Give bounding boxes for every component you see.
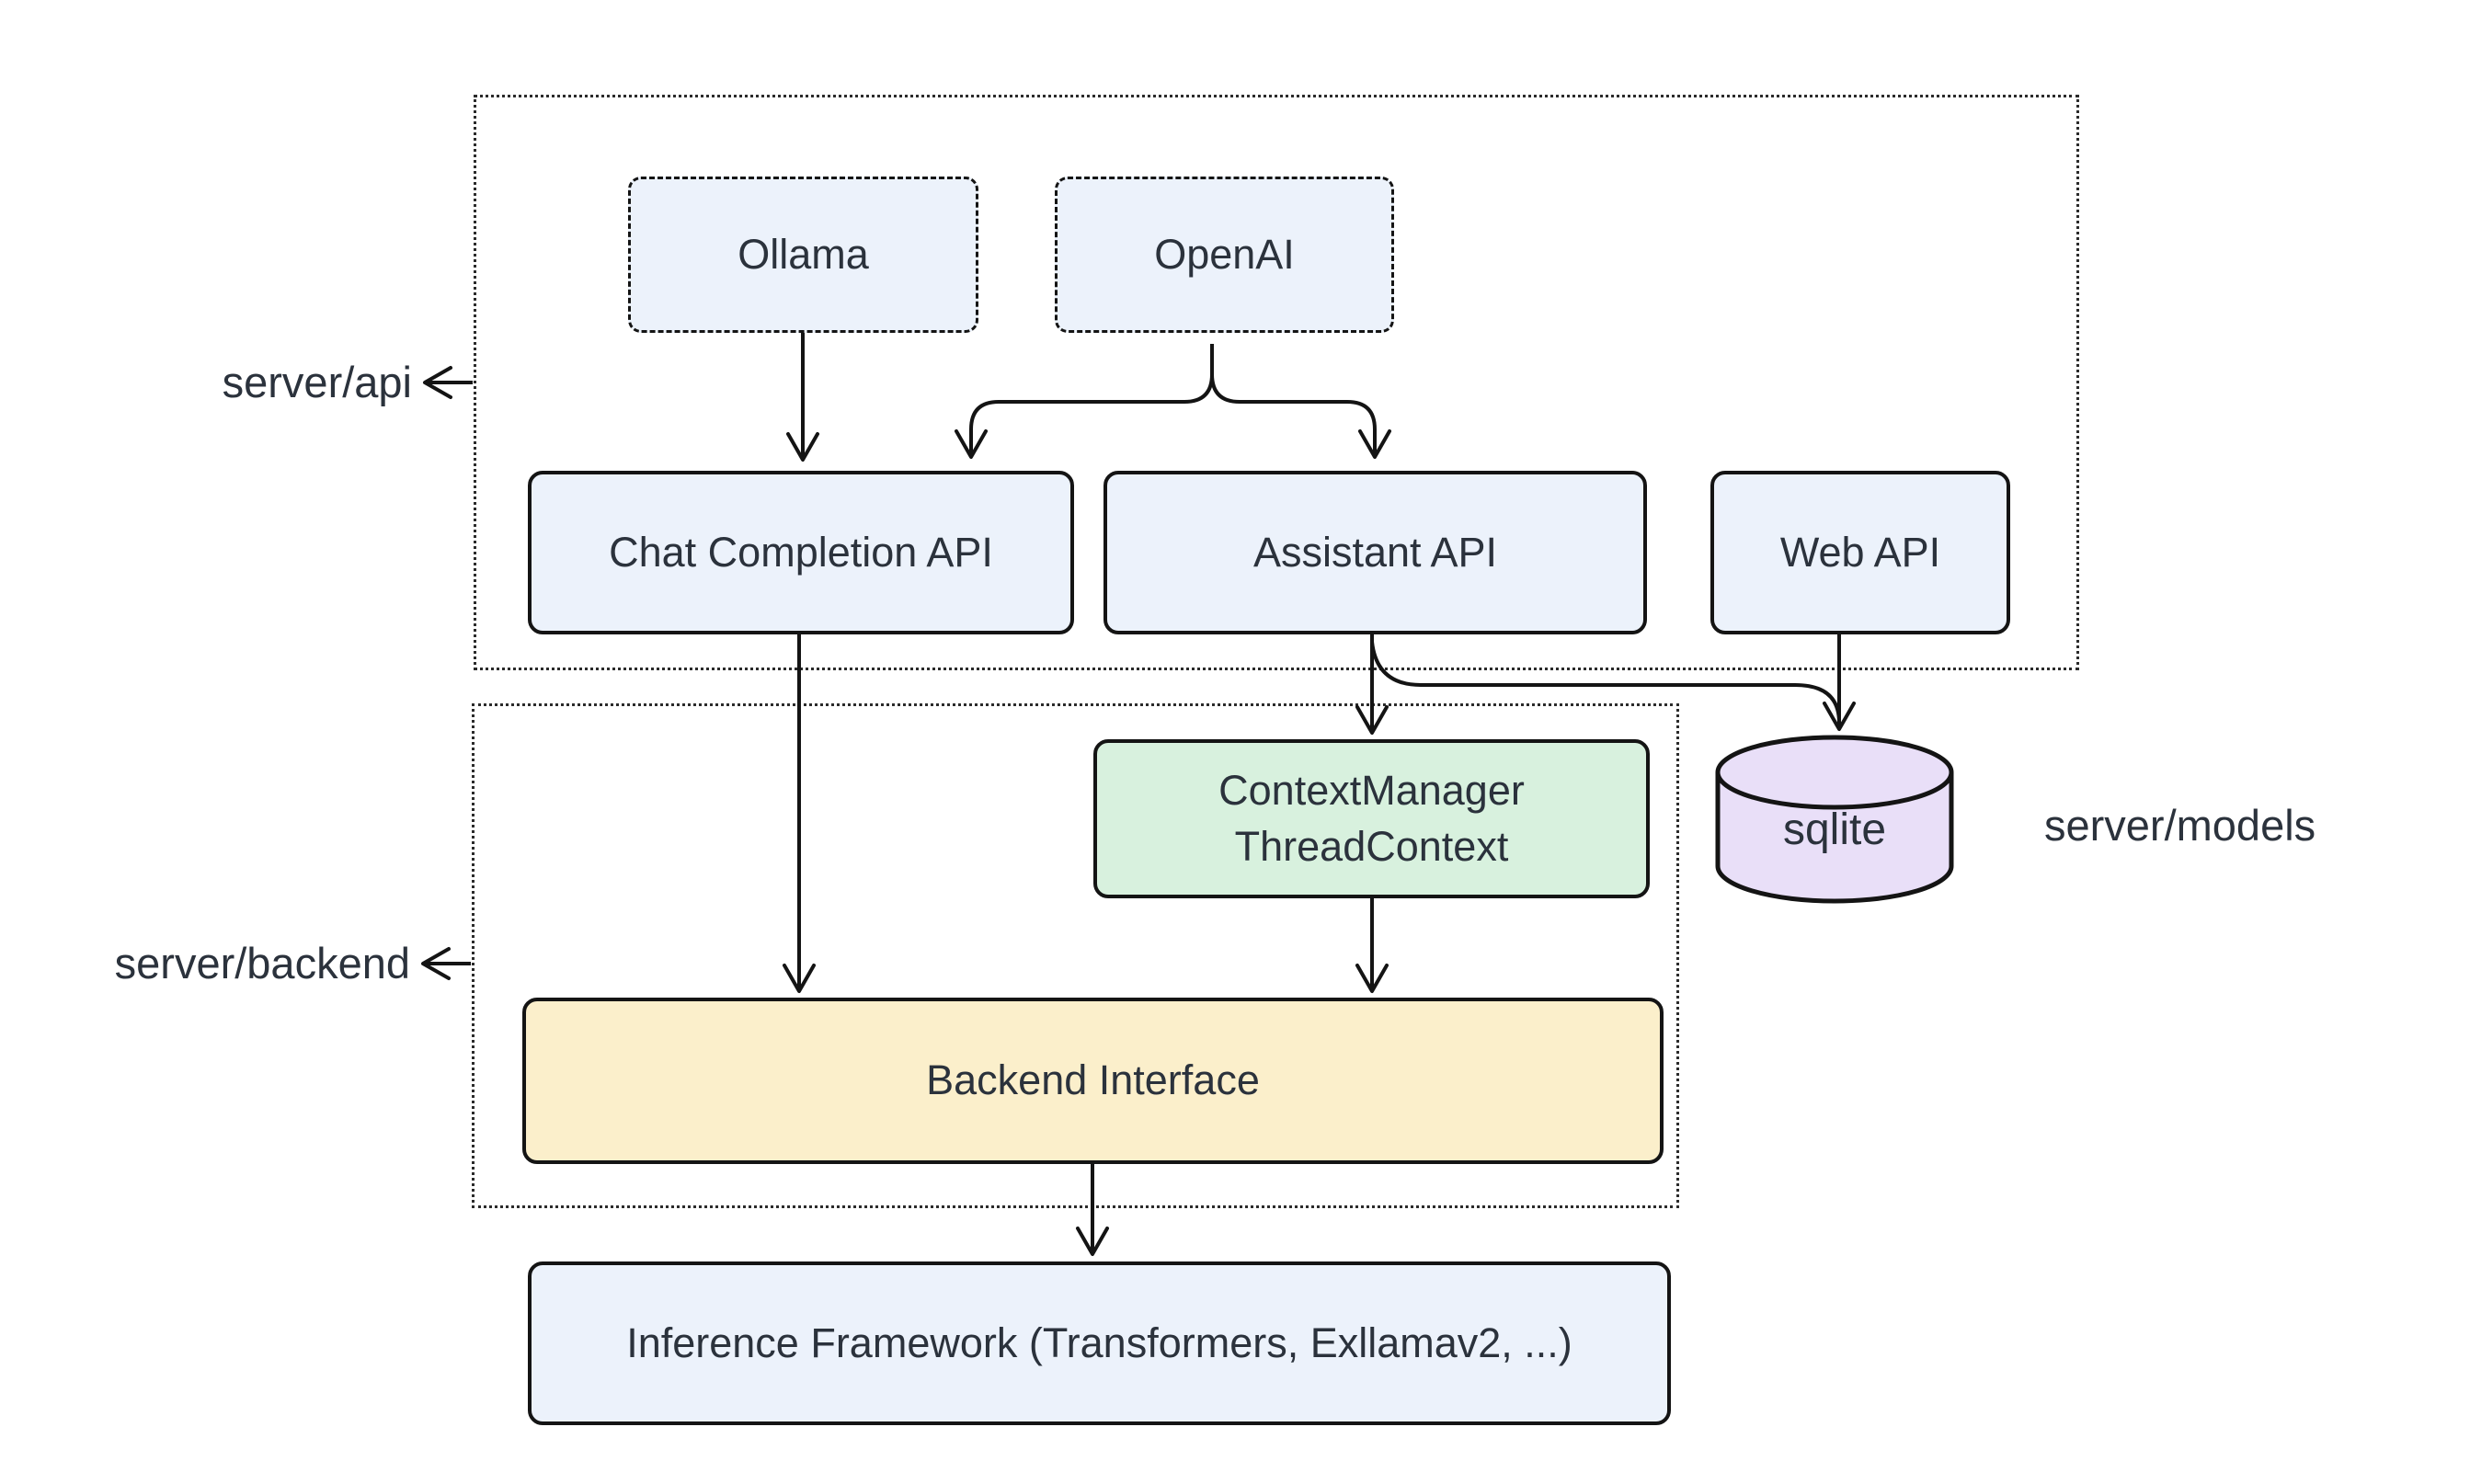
node-assistant-api-label: Assistant API xyxy=(1252,528,1498,576)
server-backend-text: server/backend xyxy=(114,939,410,987)
node-context-manager: ContextManager ThreadContext xyxy=(1093,739,1650,898)
node-context-manager-line2: ThreadContext xyxy=(1234,822,1509,870)
node-openai-label: OpenAI xyxy=(1154,230,1295,278)
node-inference-framework: Inference Framework (Transformers, Exlla… xyxy=(528,1261,1671,1425)
server-backend-container xyxy=(472,703,1679,1208)
server-api-container xyxy=(474,95,2079,670)
node-web-api: Web API xyxy=(1710,471,2010,634)
label-server-models: server/models xyxy=(2044,800,2316,850)
node-chat-completion-api: Chat Completion API xyxy=(528,471,1074,634)
node-inference-framework-label: Inference Framework (Transformers, Exlla… xyxy=(626,1318,1572,1366)
node-web-api-label: Web API xyxy=(1779,528,1941,576)
node-sqlite-label: sqlite xyxy=(1718,805,1951,855)
node-ollama: Ollama xyxy=(628,177,978,333)
node-backend-interface-label: Backend Interface xyxy=(926,1056,1260,1104)
node-context-manager-line1: ContextManager xyxy=(1218,766,1525,814)
sqlite-text: sqlite xyxy=(1782,805,1887,854)
label-server-backend: server/backend xyxy=(83,938,410,988)
server-models-text: server/models xyxy=(2044,801,2316,850)
node-assistant-api: Assistant API xyxy=(1103,471,1647,634)
label-server-api: server/api xyxy=(136,357,412,407)
node-ollama-label: Ollama xyxy=(738,230,869,278)
node-backend-interface: Backend Interface xyxy=(522,998,1664,1164)
server-api-text: server/api xyxy=(222,358,412,406)
node-openai: OpenAI xyxy=(1055,177,1394,333)
node-chat-completion-api-label: Chat Completion API xyxy=(609,528,993,576)
